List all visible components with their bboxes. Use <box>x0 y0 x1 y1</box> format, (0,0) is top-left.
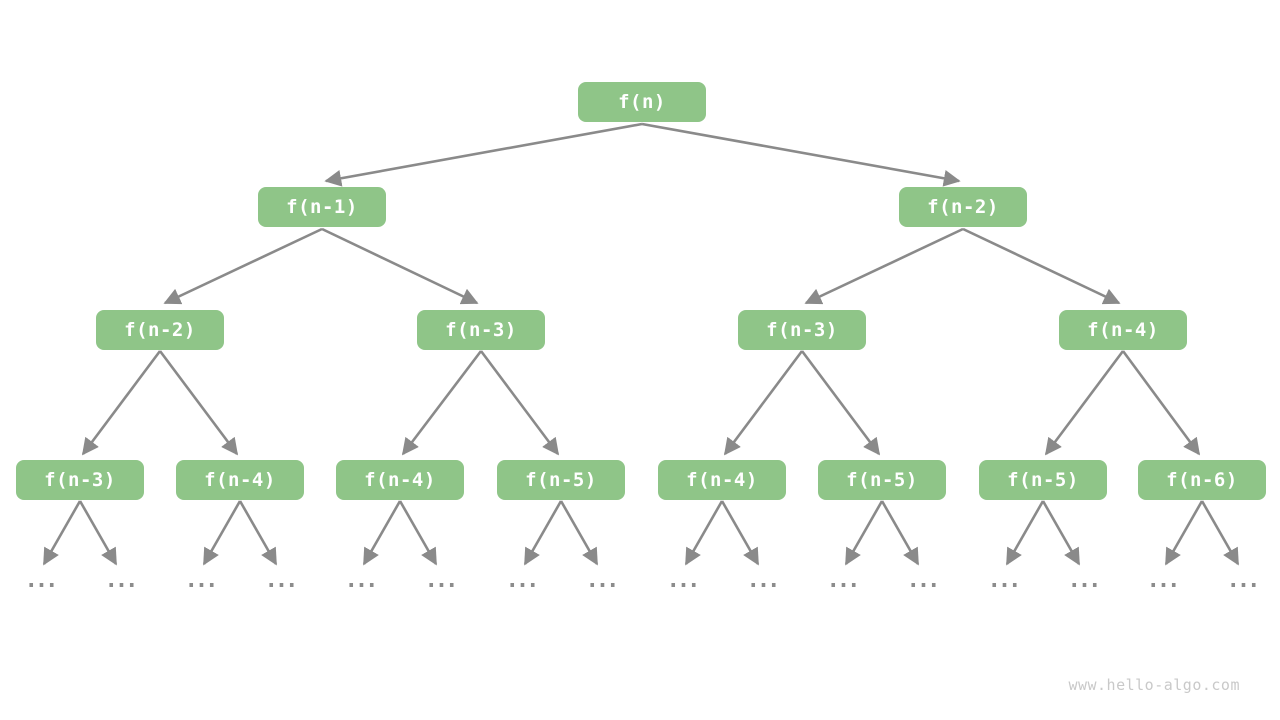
ellipsis-leaf: ... <box>424 568 459 593</box>
edge-arrow <box>321 227 479 305</box>
edge-arrow <box>479 350 560 456</box>
tree-node: f(n-4) <box>176 460 304 500</box>
tree-node: f(n-3) <box>16 460 144 500</box>
ellipsis-leaf: ... <box>1067 568 1102 593</box>
ellipsis-leaf: ... <box>24 568 59 593</box>
edge-arrow <box>324 122 643 187</box>
edge-arrow <box>42 500 82 566</box>
edge-arrow <box>559 500 599 566</box>
tree-node: f(n-4) <box>658 460 786 500</box>
tree-node: f(n-3) <box>417 310 545 350</box>
edge-arrow <box>723 350 804 456</box>
edge-arrow <box>362 500 402 566</box>
edge-arrow <box>523 500 563 566</box>
edge-arrow <box>804 227 964 305</box>
edge-arrow <box>1044 350 1125 456</box>
edge-arrow <box>158 350 239 456</box>
tree-node: f(n-1) <box>258 187 386 227</box>
tree-node: f(n-6) <box>1138 460 1266 500</box>
ellipsis-leaf: ... <box>746 568 781 593</box>
tree-node: f(n-2) <box>899 187 1027 227</box>
ellipsis-leaf: ... <box>987 568 1022 593</box>
tree-node: f(n-2) <box>96 310 224 350</box>
edge-arrow <box>880 500 920 566</box>
edge-arrow <box>641 122 961 187</box>
tree-node-root: f(n) <box>578 82 706 122</box>
ellipsis-leaf: ... <box>505 568 540 593</box>
ellipsis-leaf: ... <box>1226 568 1261 593</box>
edge-arrow <box>1041 500 1081 566</box>
ellipsis-leaf: ... <box>826 568 861 593</box>
edge-arrow <box>962 227 1121 305</box>
edge-arrow <box>1200 500 1240 566</box>
ellipsis-leaf: ... <box>184 568 219 593</box>
edge-arrow <box>81 350 162 456</box>
ellipsis-leaf: ... <box>906 568 941 593</box>
edge-arrow <box>1121 350 1201 456</box>
ellipsis-leaf: ... <box>1146 568 1181 593</box>
tree-node: f(n-3) <box>738 310 866 350</box>
edge-arrow <box>800 350 881 456</box>
edge-arrow <box>163 227 323 305</box>
edge-arrow <box>401 350 483 456</box>
tree-node: f(n-4) <box>336 460 464 500</box>
edge-arrow <box>238 500 278 566</box>
watermark-text: www.hello-algo.com <box>1068 676 1240 694</box>
tree-node: f(n-5) <box>818 460 946 500</box>
tree-node: f(n-5) <box>497 460 625 500</box>
ellipsis-leaf: ... <box>104 568 139 593</box>
ellipsis-leaf: ... <box>585 568 620 593</box>
ellipsis-leaf: ... <box>666 568 701 593</box>
edge-arrow <box>720 500 760 566</box>
edge-arrow <box>78 500 118 566</box>
tree-node: f(n-4) <box>1059 310 1187 350</box>
ellipsis-leaf: ... <box>264 568 299 593</box>
edge-arrow <box>844 500 884 566</box>
edge-arrow <box>684 500 724 566</box>
edge-arrow <box>202 500 242 566</box>
tree-node: f(n-5) <box>979 460 1107 500</box>
ellipsis-leaf: ... <box>344 568 379 593</box>
edge-arrow <box>1005 500 1045 566</box>
edge-arrow <box>398 500 438 566</box>
edge-arrow <box>1164 500 1204 566</box>
